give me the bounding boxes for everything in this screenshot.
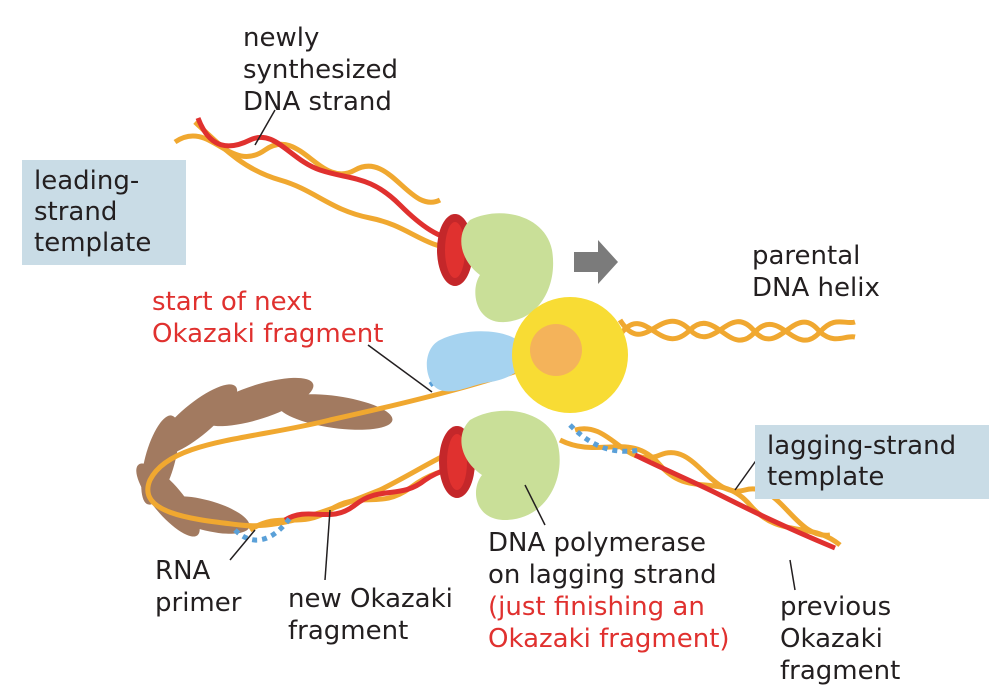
direction-arrow — [574, 240, 618, 284]
label-newly-synthesized: newly synthesized DNA strand — [243, 23, 398, 117]
leading-strand-helix — [173, 117, 461, 253]
primase — [426, 331, 526, 392]
dna-polymerases — [461, 213, 560, 520]
label-lagging-strand-template: lagging-strand template — [755, 425, 989, 499]
lagging-template-helix — [558, 426, 842, 551]
label-parental-helix: parental DNA helix — [752, 241, 880, 303]
label-leading-strand-template: leading- strand template — [22, 160, 186, 265]
label-start-next-okazaki: start of next Okazaki fragment — [152, 287, 384, 349]
label-previous-okazaki: previous Okazaki fragment — [780, 592, 901, 686]
label-new-okazaki: new Okazaki fragment — [288, 584, 453, 646]
label-rna-primer: RNA primer — [155, 556, 242, 618]
ssb-proteins — [136, 377, 393, 537]
label-dna-polymerase: DNA polymerase on lagging strand — [488, 528, 717, 590]
parental-dna-helix — [617, 318, 856, 343]
label-just-finishing: (just finishing an Okazaki fragment) — [488, 592, 730, 654]
helicase — [512, 297, 628, 413]
